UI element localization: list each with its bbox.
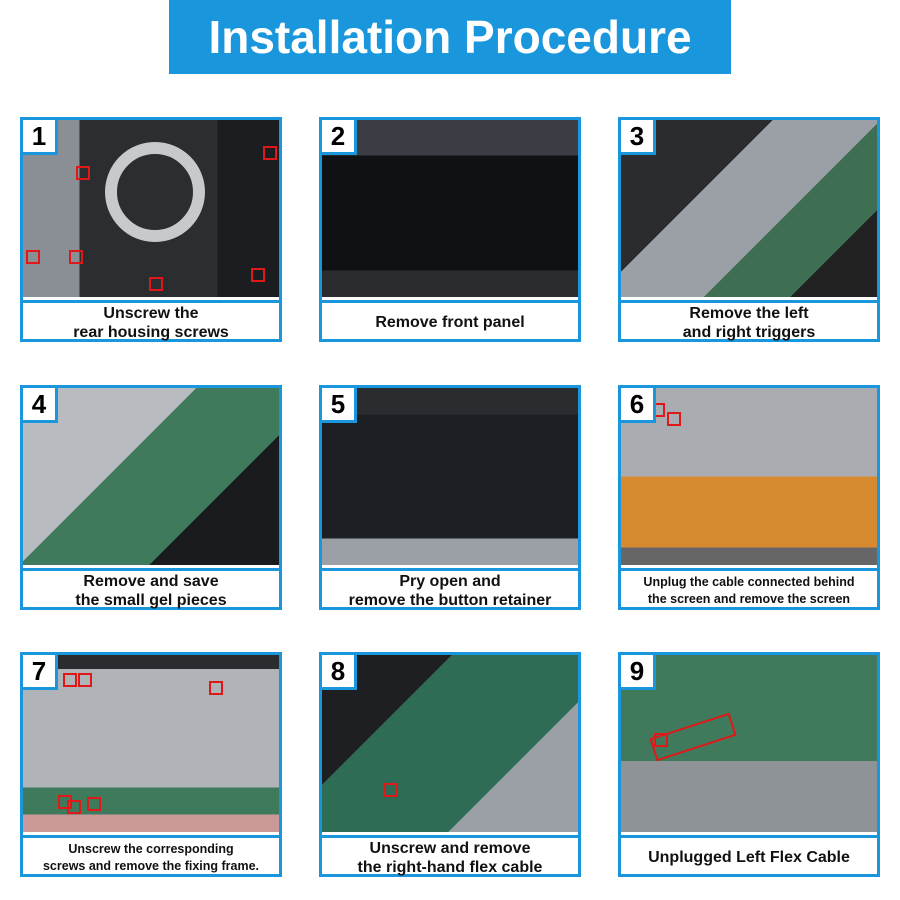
step-photo <box>322 655 578 832</box>
disc-ring <box>105 142 205 242</box>
step-number: 4 <box>23 388 58 423</box>
screw-marker <box>654 733 668 747</box>
step-caption: Unplug the cable connected behind the sc… <box>621 568 877 610</box>
screw-marker <box>26 250 40 264</box>
screw-marker <box>667 412 681 426</box>
screw-marker <box>149 277 163 291</box>
screw-marker <box>87 797 101 811</box>
step-photo <box>23 655 279 832</box>
step-caption: Unplugged Left Flex Cable <box>621 835 877 877</box>
screw-marker <box>251 268 265 282</box>
screw-marker <box>263 146 277 160</box>
connector-marker <box>649 712 737 762</box>
step-number: 6 <box>621 388 656 423</box>
screw-marker <box>209 681 223 695</box>
step-photo <box>322 120 578 297</box>
step-caption: Unscrew and remove the right-hand flex c… <box>322 835 578 877</box>
step-photo <box>23 388 279 565</box>
step-number: 9 <box>621 655 656 690</box>
step-number: 5 <box>322 388 357 423</box>
step-caption: Remove the left and right triggers <box>621 300 877 342</box>
step-caption: Pry open and remove the button retainer <box>322 568 578 610</box>
screw-marker <box>76 166 90 180</box>
step-photo <box>23 120 279 297</box>
screw-marker <box>384 783 398 797</box>
step-photo <box>322 388 578 565</box>
screw-marker <box>78 673 92 687</box>
page-title: Installation Procedure <box>169 0 731 74</box>
step-caption: Remove and save the small gel pieces <box>23 568 279 610</box>
step-photo <box>621 388 877 565</box>
step-caption: Remove front panel <box>322 300 578 342</box>
step-caption: Unscrew the corresponding screws and rem… <box>23 835 279 877</box>
step-number: 1 <box>23 120 58 155</box>
screw-marker <box>69 250 83 264</box>
step-photo <box>621 655 877 832</box>
step-caption: Unscrew the rear housing screws <box>23 300 279 342</box>
step-photo <box>621 120 877 297</box>
screw-marker <box>58 795 72 809</box>
step-number: 8 <box>322 655 357 690</box>
screw-marker <box>63 673 77 687</box>
step-number: 7 <box>23 655 58 690</box>
step-number: 3 <box>621 120 656 155</box>
step-number: 2 <box>322 120 357 155</box>
screw-marker <box>67 800 81 814</box>
